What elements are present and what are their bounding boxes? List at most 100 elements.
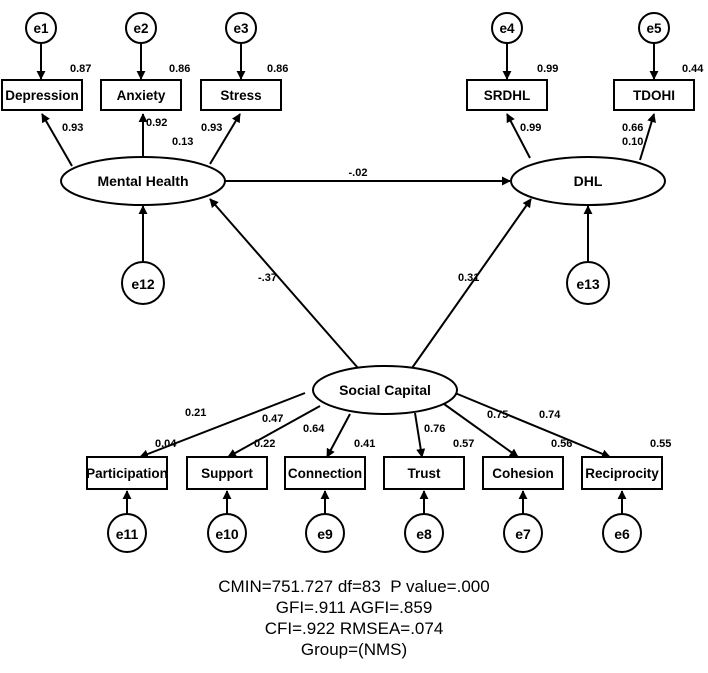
indicator-reciprocity: Reciprocity bbox=[581, 456, 663, 490]
loading-arrows-top bbox=[41, 113, 656, 167]
indicator-depression: Depression bbox=[1, 79, 83, 111]
svg-text:Depression: Depression bbox=[5, 88, 79, 103]
error-label-e3: e3 bbox=[233, 21, 249, 36]
r2-depression: 0.87 bbox=[70, 63, 91, 75]
fit-line-gfi: GFI=.911 AGFI=.859 bbox=[275, 598, 433, 617]
svg-text:Cohesion: Cohesion bbox=[492, 466, 554, 481]
loading-anxiety: 0.92 bbox=[146, 117, 167, 129]
coef-sc-mh: -.37 bbox=[258, 272, 277, 284]
fit-line-cmin: CMIN=751.727 df=83 P value=.000 bbox=[218, 577, 490, 596]
arrow-mh-stress bbox=[209, 113, 241, 165]
loading-depression: 0.93 bbox=[62, 122, 83, 134]
r2-trust: 0.57 bbox=[453, 438, 474, 450]
r2-connection: 0.41 bbox=[354, 438, 375, 450]
svg-text:Participation: Participation bbox=[86, 466, 168, 481]
arrow-mh-depression bbox=[41, 113, 73, 167]
loading-connection: 0.64 bbox=[303, 423, 325, 435]
error-node: e9 bbox=[305, 513, 345, 553]
error-label-e12: e12 bbox=[131, 276, 155, 292]
loading-support: 0.47 bbox=[262, 413, 283, 425]
arrow-sc-participation bbox=[139, 392, 306, 459]
error-label-e13: e13 bbox=[576, 276, 600, 292]
svg-text:Mental Health: Mental Health bbox=[97, 173, 188, 189]
svg-text:Stress: Stress bbox=[220, 88, 261, 103]
indicator-srdhl: SRDHL bbox=[466, 79, 548, 111]
svg-text:TDOHI: TDOHI bbox=[633, 88, 675, 103]
r2-srdhl: 0.99 bbox=[537, 63, 558, 75]
disturbance-arrows bbox=[138, 205, 593, 261]
arrow-sc-trust bbox=[414, 412, 426, 458]
latent-social-capital: Social Capital bbox=[312, 365, 458, 415]
coef-sc-dhl: 0.31 bbox=[458, 272, 479, 284]
error-node: e4 bbox=[491, 12, 523, 44]
r2-cohesion: 0.56 bbox=[551, 438, 572, 450]
indicator-support: Support bbox=[186, 456, 268, 490]
indicator-anxiety: Anxiety bbox=[100, 79, 182, 111]
svg-text:Reciprocity: Reciprocity bbox=[585, 466, 659, 481]
error-node: e11 bbox=[107, 513, 147, 553]
coef-mh-dhl: -.02 bbox=[349, 167, 368, 179]
structural-paths bbox=[209, 176, 532, 369]
r2-participation: 0.04 bbox=[155, 438, 177, 450]
r2-stress: 0.86 bbox=[267, 63, 288, 75]
svg-text:DHL: DHL bbox=[574, 173, 603, 189]
error-node: e5 bbox=[638, 12, 670, 44]
arrow-sc-dhl bbox=[411, 198, 532, 369]
fit-statistics: CMIN=751.727 df=83 P value=.000 GFI=.911… bbox=[0, 576, 708, 660]
latent-mental-health: Mental Health bbox=[60, 156, 226, 206]
svg-text:Connection: Connection bbox=[288, 466, 362, 481]
r2-dhl: 0.10 bbox=[622, 136, 643, 148]
arrow-sc-reciprocity bbox=[454, 392, 611, 459]
indicator-tdohi: TDOHI bbox=[613, 79, 695, 111]
r2-anxiety: 0.86 bbox=[169, 63, 190, 75]
arrow-sc-cohesion bbox=[443, 403, 519, 458]
r2-support: 0.22 bbox=[254, 438, 275, 450]
error-label-e11: e11 bbox=[116, 526, 139, 542]
error-label-e1: e1 bbox=[33, 21, 49, 36]
error-node: e13 bbox=[566, 261, 610, 305]
indicator-stress: Stress bbox=[200, 79, 282, 111]
error-node: e1 bbox=[25, 12, 57, 44]
loading-cohesion: 0.75 bbox=[487, 409, 508, 421]
error-node: e7 bbox=[503, 513, 543, 553]
svg-text:Anxiety: Anxiety bbox=[117, 88, 166, 103]
indicator-trust: Trust bbox=[383, 456, 465, 490]
svg-text:Social Capital: Social Capital bbox=[339, 382, 431, 398]
error-label-e7: e7 bbox=[515, 526, 531, 542]
arrow-sc-mh bbox=[209, 198, 359, 369]
svg-text:SRDHL: SRDHL bbox=[484, 88, 531, 103]
fit-line-cfi: CFI=.922 RMSEA=.074 bbox=[264, 619, 444, 638]
error-label-e4: e4 bbox=[499, 21, 515, 36]
loading-srdhl: 0.99 bbox=[520, 122, 541, 134]
r2-mental-health: 0.13 bbox=[172, 136, 193, 148]
loading-stress: 0.93 bbox=[201, 122, 222, 134]
indicator-participation: Participation bbox=[86, 456, 168, 490]
arrow-dhl-tdohi bbox=[639, 113, 656, 161]
error-node: e10 bbox=[207, 513, 247, 553]
error-arrows-bottom bbox=[122, 490, 627, 514]
error-label-e8: e8 bbox=[416, 526, 432, 542]
r2-reciprocity: 0.55 bbox=[650, 438, 671, 450]
loading-participation: 0.21 bbox=[185, 407, 206, 419]
arrow-sc-connection bbox=[326, 413, 351, 458]
error-label-e5: e5 bbox=[646, 21, 662, 36]
error-label-e2: e2 bbox=[133, 21, 148, 36]
latent-dhl: DHL bbox=[510, 156, 666, 206]
loading-reciprocity: 0.74 bbox=[539, 409, 561, 421]
error-node: e2 bbox=[125, 12, 157, 44]
loading-arrows-bottom bbox=[139, 392, 611, 459]
arrow-dhl-srdhl bbox=[506, 113, 531, 159]
error-node: e3 bbox=[225, 12, 257, 44]
error-node: e8 bbox=[404, 513, 444, 553]
error-arrows-top bbox=[36, 43, 659, 80]
loading-tdohi: 0.66 bbox=[622, 122, 643, 134]
error-label-e6: e6 bbox=[614, 526, 630, 542]
svg-text:Support: Support bbox=[201, 466, 253, 481]
fit-line-group: Group=(NMS) bbox=[300, 640, 408, 659]
error-label-e10: e10 bbox=[215, 526, 239, 542]
arrow-sc-support bbox=[227, 405, 321, 458]
error-label-e9: e9 bbox=[317, 526, 333, 542]
svg-text:Trust: Trust bbox=[407, 466, 441, 481]
r2-tdohi: 0.44 bbox=[682, 63, 704, 75]
